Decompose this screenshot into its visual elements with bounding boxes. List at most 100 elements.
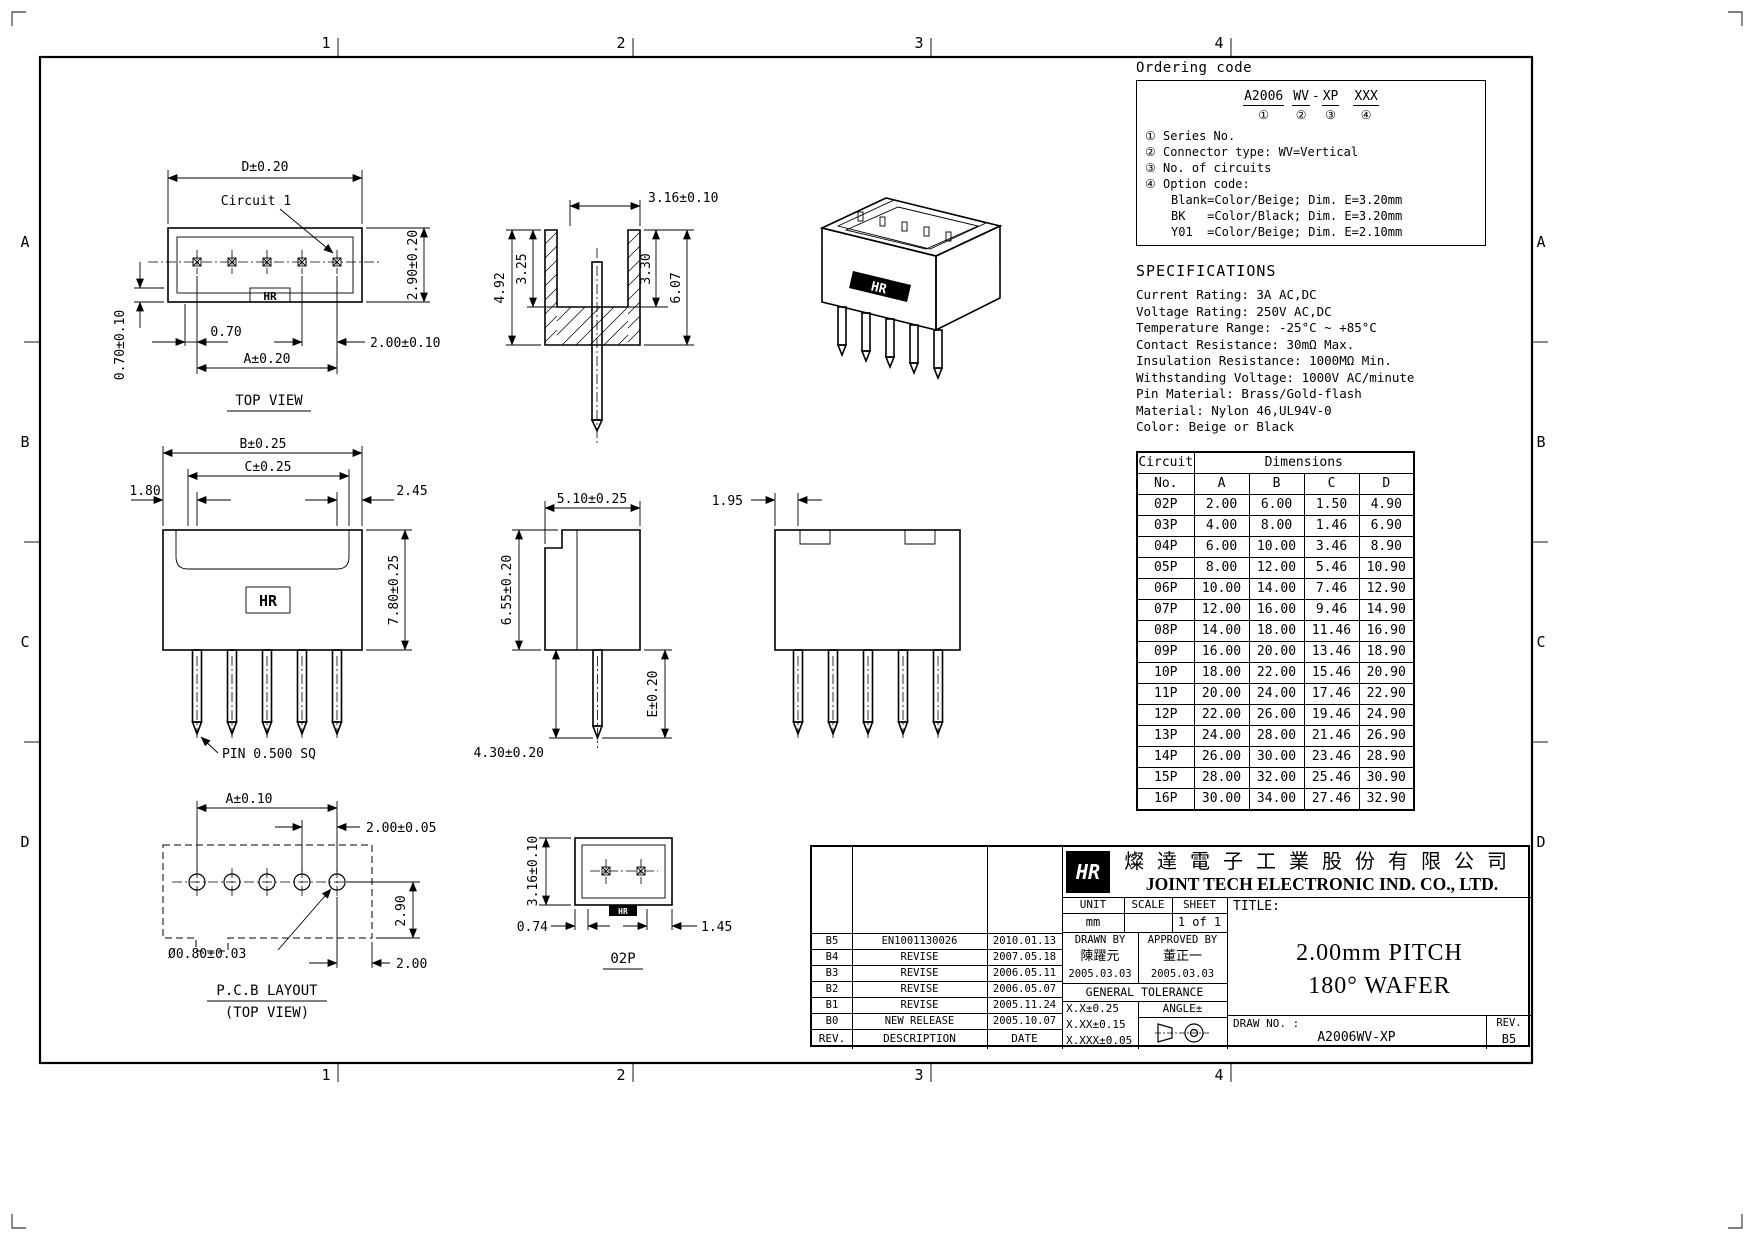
ordering-code-panel: Ordering code A2006 ① WV ② - XP ③ XXX ④ … [1136,60,1486,246]
dim-label-5.10: 5.10±0.25 [557,492,627,507]
ordering-item: ② Connector type: WV=Vertical [1145,145,1359,159]
dim-label-pitch: 2.00±0.10 [370,336,440,351]
grid-col-2-top: 2 [616,34,626,52]
grid-row-D-left: D [20,833,30,851]
table-row: 09P 16.00 20.00 13.46 18.90 [1136,641,1415,663]
dim-label-pitch-pcb: 2.00±0.05 [366,821,436,836]
approved-by-label: APPROVED BY [1147,934,1218,946]
company-name-en: JOINT TECH ELECTRONIC IND. CO., LTD. [1145,874,1499,894]
specification-line: Current Rating: 3A AC,DC [1136,287,1317,302]
company-logo: HR [1066,851,1110,893]
drawing-title-line1: 2.00mm PITCH [1296,940,1463,966]
dim-label-E: E±0.20 [646,671,661,718]
dimensions-table-wrap: Circuit Dimensions No. A B C D 02P 2.00 … [1136,451,1415,811]
front2-pins [792,649,944,741]
revision-row: B5 EN1001130026 2010.01.13 [812,933,1062,949]
grid-col-1-bottom: 1 [321,1066,331,1084]
revision-header-row: REV. DESCRIPTION DATE [812,1029,1062,1049]
specification-line: Withstanding Voltage: 1000V AC/minute [1136,369,1415,385]
specification-line: Color: Beige or Black [1136,419,1295,434]
specification-line: Voltage Rating: 250V AC,DC [1136,303,1332,319]
table-row: 08P 14.00 18.00 11.46 16.90 [1136,620,1415,642]
third-angle-projection-symbol [1138,1017,1227,1049]
dim-label-A-pcb: A±0.10 [226,792,273,807]
sheet-value: 1 of 1 [1177,915,1222,929]
dim-label-4.92: 4.92 [493,272,508,303]
th-col-B: B [1248,473,1305,495]
specification-line: Pin Material: Brass/Gold-flash [1136,386,1362,401]
table-row: 05P 8.00 12.00 5.46 10.90 [1136,557,1415,579]
drawn-by-name: 陳躍元 [1080,949,1120,964]
drawn-by-label: DRAWN BY [1074,934,1126,946]
draw-no-label: DRAW NO. : [1233,1017,1300,1030]
general-tolerance-label: GENERAL TOLERANCE [1085,985,1204,999]
th-col-A: A [1193,473,1250,495]
pcb-layout-label: P.C.B LAYOUT [216,983,318,999]
drawing-section-view: 3.16±0.10 4.92 3.25 3.30 6.07 [493,191,718,443]
sheet-frame [11,11,1743,1229]
grid-col-4-top: 4 [1214,34,1224,52]
ordering-item: ① Series No. [1145,129,1236,143]
dim-label-C: C±0.25 [245,460,292,475]
hr-logo-front: HR [259,592,278,610]
sheet-label: SHEET [1182,898,1217,911]
code-part-type: WV ② [1292,89,1310,122]
dim-label-6.55: 6.55±0.20 [500,555,515,625]
revision-row: B2 REVISE 2006.05.07 [812,981,1062,997]
rev-label: REV. [1496,1017,1522,1029]
dim-label-0.74: 0.74 [517,920,548,935]
hr-logo-02p: HR [618,907,628,916]
dim-label-2.90-pcb: 2.90 [394,895,409,926]
tolerance-line: X.X±0.25 [1066,1002,1119,1015]
table-row: 11P 20.00 24.00 17.46 22.90 [1136,683,1415,705]
dim-label-2.90: 2.90±0.20 [406,230,421,300]
tolerance-line: X.XX±0.15 [1066,1018,1126,1031]
tolerance-line: X.XXX±0.05 [1066,1034,1133,1047]
ordering-code-line: A2006 ① WV ② - XP ③ XXX ④ [1145,89,1477,122]
grid-col-2-bottom: 2 [616,1066,626,1084]
drawing-top-view: HR D±0.20 Circuit 1 2.90±0.20 0.70 [113,160,440,412]
code-part-option: XXX ④ [1353,89,1379,122]
revision-row: B0 NEW RELEASE 2005.10.07 [812,1013,1062,1029]
specification-line: Contact Resistance: 30mΩ Max. [1136,336,1355,352]
dim-label-3.30: 3.30 [639,253,654,284]
drawing-side-view: 5.10±0.25 6.55±0.20 4.30±0.20 E±0.20 [474,492,672,761]
draw-no-value: A2006WV-XP [1317,1030,1396,1045]
th-circuit: Circuit [1136,451,1195,474]
isometric-pins [836,306,944,381]
specification-line: Insulation Resistance: 1000MΩ Min. [1136,353,1392,368]
hatching [544,231,641,346]
table-row: 07P 12.00 16.00 9.46 14.90 [1136,599,1415,621]
pin-sq-label: PIN 0.500 SQ [222,747,316,762]
dim-label-1.95: 1.95 [712,494,743,509]
dim-label-D: D±0.20 [242,160,289,175]
ordering-item: ④ Option code: [1145,177,1250,191]
dim-label-B: B±0.25 [240,437,287,452]
dim-label-A: A±0.20 [244,352,291,367]
ordering-items: ① Series No. ② Connector type: WV=Vertica… [1145,128,1477,192]
table-row: 10P 18.00 22.00 15.46 20.90 [1136,662,1415,684]
ordering-box: A2006 ① WV ② - XP ③ XXX ④ ① Series No. ② … [1136,80,1486,246]
ordering-option: Y01 =Color/Beige; Dim. E=2.10mm [1171,225,1403,239]
dim-label-hole: Ø0.80±0.03 [168,947,246,962]
dim-label-3.16-02p: 3.16±0.10 [526,836,541,906]
th-no: No. [1136,473,1195,495]
dim-label-2.45: 2.45 [396,484,427,499]
grid-row-A-left: A [20,233,30,251]
revision-row: B1 REVISE 2005.11.24 [812,997,1062,1013]
table-row: 16P 30.00 34.00 27.46 32.90 [1136,788,1415,811]
specifications-title: SPECIFICATIONS [1136,262,1277,280]
code-dash: - [1311,89,1320,104]
th-dimensions: Dimensions [1193,451,1415,474]
cavity-pins [857,211,952,242]
grid-col-3-top: 3 [914,34,924,52]
approved-by-date: 2005.03.03 [1150,968,1215,980]
unit-label: UNIT [1079,898,1107,911]
dim-label-0.70v: 0.70±0.10 [113,310,128,380]
specification-line: Material: Nylon 46,UL94V-0 [1136,402,1332,418]
scale-value [1124,913,1172,932]
ordering-title: Ordering code [1136,60,1253,76]
